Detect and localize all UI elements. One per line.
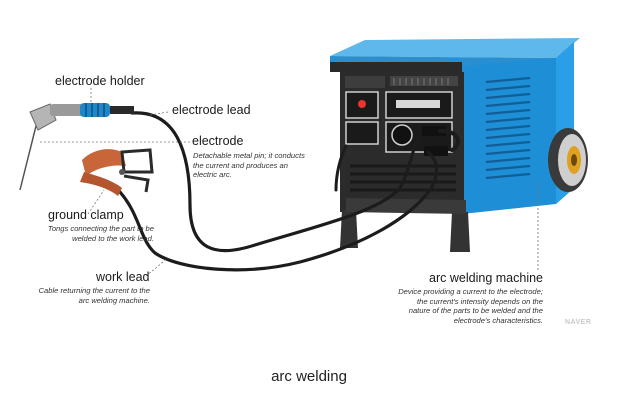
ground-clamp xyxy=(80,148,154,196)
ground-clamp-desc-line: welded to the work lead. xyxy=(72,233,154,243)
ground-clamp-desc-line: Tongs connecting the part to be xyxy=(47,224,154,233)
arc-welding-machine-description: Device providing a current to the electr… xyxy=(370,287,543,325)
ground-clamp-title: ground clamp xyxy=(48,208,124,222)
ground-clamp-description: Tongs connecting the part to be welded t… xyxy=(14,224,154,243)
arc-welding-machine xyxy=(330,38,588,252)
cables xyxy=(118,111,460,272)
caption: arc welding xyxy=(271,368,347,385)
work-lead-desc-line: arc welding machine. xyxy=(78,295,150,305)
watermark: NAVER xyxy=(565,319,592,326)
electrode-desc-line: the current and produces an xyxy=(193,160,288,170)
electrode-lead-title: electrode lead xyxy=(172,103,251,117)
electrode-holder xyxy=(19,103,134,191)
electrode-holder-title: electrode holder xyxy=(55,74,145,88)
machine-desc-line: nature of the parts to be welded and the xyxy=(408,306,543,316)
machine-desc-line: the current's intensity depends on the xyxy=(417,296,543,306)
work-lead-title: work lead xyxy=(96,270,150,284)
work-lead-desc-line: Cable returning the current to the xyxy=(38,286,150,295)
work-lead-description: Cable returning the current to the arc w… xyxy=(10,286,150,305)
leader-lines xyxy=(40,88,539,277)
machine-desc-line: Device providing a current to the electr… xyxy=(398,287,543,296)
electrode-desc-line: Detachable metal pin; it conducts xyxy=(193,151,305,160)
machine-desc-line: electrode's characteristics. xyxy=(453,315,543,325)
electrode-description: Detachable metal pin; it conducts the cu… xyxy=(193,151,305,180)
electrode-desc-line: electric arc. xyxy=(193,170,232,180)
electrode-title: electrode xyxy=(192,134,244,148)
arc-welding-machine-title: arc welding machine xyxy=(429,271,543,285)
